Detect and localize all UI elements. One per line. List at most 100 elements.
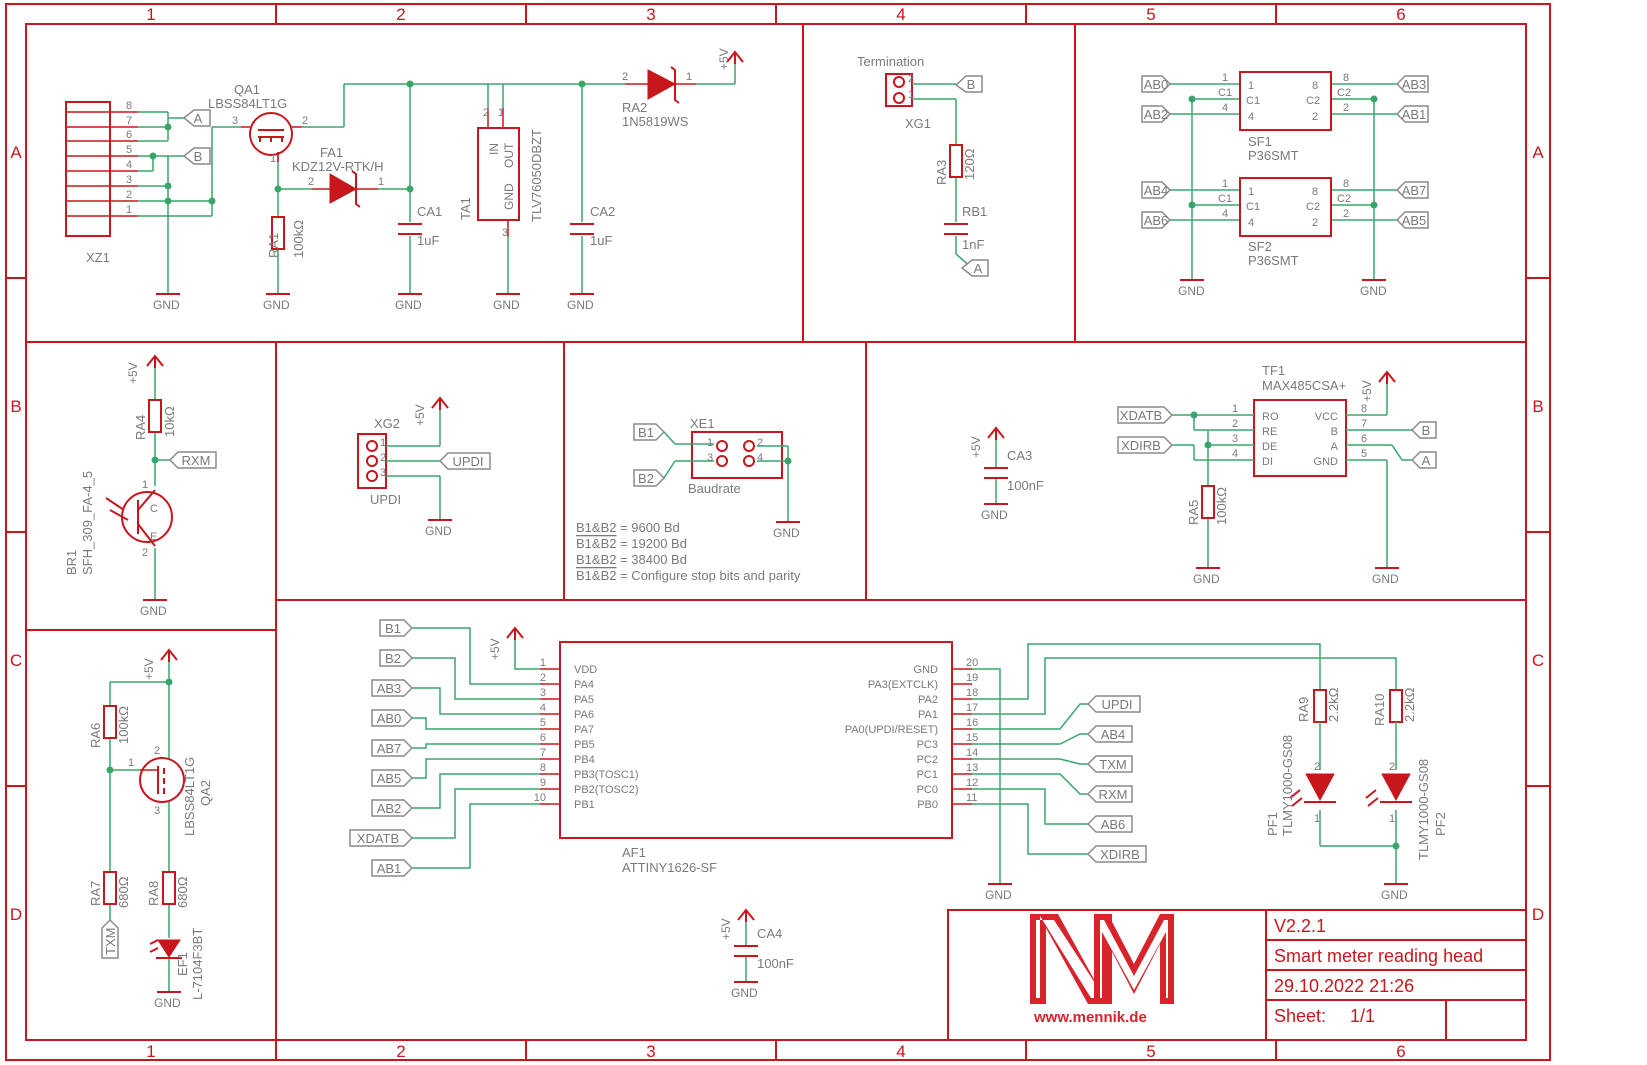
ra3-ref: RA3 (934, 160, 949, 185)
qa1-pin-1: 1 (270, 153, 276, 165)
svg-text:B: B (194, 149, 203, 164)
ra2-pin-2: 2 (622, 71, 628, 83)
flag-a-tf1: A (1410, 451, 1437, 469)
svg-text:AB0: AB0 (377, 711, 402, 726)
svg-text:8: 8 (1312, 186, 1318, 198)
ca1-ref: CA1 (417, 204, 442, 219)
ra5-ref: RA5 (1186, 500, 1201, 525)
svg-text:TXM: TXM (1099, 757, 1126, 772)
svg-text:GND: GND (985, 888, 1012, 902)
svg-text:4: 4 (1232, 448, 1238, 460)
sheet-frame: 1 2 3 4 5 6 1 2 3 4 5 6 A B C D A B C D (5, 3, 1551, 1061)
ra4-value: 10kΩ (162, 406, 177, 437)
svg-text:UPDI: UPDI (1101, 697, 1132, 712)
svg-text:PB2(TOSC2): PB2(TOSC2) (574, 784, 639, 796)
ca2-value: 1uF (590, 233, 612, 248)
grid-col-4: 4 (896, 5, 905, 24)
grid-col-2-bottom: 2 (396, 1042, 405, 1061)
svg-text:A: A (1422, 453, 1431, 468)
xz1-ref: XZ1 (86, 250, 110, 265)
svg-text:C2: C2 (1306, 201, 1320, 213)
flag-b-tf1: B (1410, 421, 1437, 439)
af1-right-pin-numbers: 20 19 18 17 16 15 14 13 12 11 (966, 657, 978, 804)
xe1-body (691, 431, 783, 479)
mosfet-qa2: 1 2 3 LBSS84LT1G QA2 (128, 745, 213, 836)
svg-text:C1: C1 (1218, 193, 1232, 205)
svg-text:AB3: AB3 (377, 681, 402, 696)
svg-text:1: 1 (1248, 80, 1254, 92)
svg-text:5: 5 (1361, 448, 1367, 460)
ta1-pin-1: 1 (498, 107, 504, 119)
mennik-logo: www.mennik.de (1030, 914, 1174, 1026)
svg-text:16: 16 (966, 717, 978, 729)
svg-text:12: 12 (966, 777, 978, 789)
sf2-ref: SF2 (1248, 239, 1272, 254)
svg-text:PB1: PB1 (574, 799, 595, 811)
ra7-value: 680Ω (116, 876, 131, 908)
svg-text:3: 3 (154, 805, 160, 817)
af1-left-pin-numbers: 1 2 3 4 5 6 7 8 9 10 (534, 657, 546, 804)
svg-text:+5V: +5V (142, 658, 156, 680)
flag-updi-mcu: UPDI (1086, 695, 1141, 713)
sf1-body (1239, 71, 1332, 131)
svg-text:2: 2 (1314, 761, 1320, 773)
svg-text:2: 2 (1312, 111, 1318, 123)
ta1-pin-3: 3 (502, 227, 508, 239)
title-sheet: 1/1 (1350, 1006, 1375, 1026)
ra1-ref: RA1 (266, 233, 281, 258)
svg-text:XDIRB: XDIRB (1121, 438, 1161, 453)
svg-text:PC3: PC3 (917, 739, 938, 751)
qa1-ref: QA1 (234, 82, 260, 97)
pf2-value: TLMY1000-GS08 (1416, 759, 1431, 860)
svg-text:PB3(TOSC1): PB3(TOSC1) (574, 769, 639, 781)
grid-row-a: A (10, 143, 22, 162)
fa1-ref: FA1 (320, 145, 343, 160)
logo-url: www.mennik.de (1033, 1009, 1147, 1026)
transmitter-section: +5V RA6 100kΩ 1 2 3 LBSS84LT1G QA2 RA7 (88, 648, 213, 1010)
ra5-value: 100kΩ (1214, 487, 1229, 525)
svg-text:RE: RE (1262, 426, 1277, 438)
ra5-body (1201, 485, 1215, 519)
svg-text:AB2: AB2 (1144, 107, 1169, 122)
led-section: RA9 2.2kΩ RA10 2.2kΩ 2 1 PF1 TLMY1000-GS… (1265, 687, 1448, 902)
flag-ab2-sf: AB2 (1141, 105, 1172, 123)
svg-text:+5V: +5V (488, 638, 502, 660)
fa1-pin-1: 1 (378, 176, 384, 188)
svg-text:13: 13 (966, 762, 978, 774)
flag-ab6-sf: AB6 (1141, 211, 1172, 229)
svg-text:1: 1 (1248, 186, 1254, 198)
svg-text:2: 2 (1343, 102, 1349, 114)
ra6-body (103, 705, 117, 739)
flag-ab2-mcu: AB2 (371, 799, 414, 817)
xz1-pin-7: 7 (126, 115, 132, 127)
svg-text:PC1: PC1 (917, 769, 938, 781)
grid-row-c: C (10, 651, 22, 670)
baud-note-4: B1&B2 = Configure stop bits and parity (576, 568, 801, 583)
connector-xz1: 8 7 6 5 4 3 2 1 XZ1 (65, 100, 138, 265)
title-block: V2.2.1 Smart meter reading head 29.10.20… (947, 909, 1527, 1041)
xg2-ref: XG2 (374, 416, 400, 431)
resistor-ra1: RA1 100kΩ (266, 216, 306, 258)
svg-text:PA0(UPDI/RESET): PA0(UPDI/RESET) (845, 724, 938, 736)
ca3-ref: CA3 (1007, 448, 1032, 463)
svg-text:XDATB: XDATB (1120, 408, 1162, 423)
af1-right-wires (972, 643, 1397, 884)
ca2-ref: CA2 (590, 204, 615, 219)
svg-text:20: 20 (966, 657, 978, 669)
svg-text:2: 2 (380, 452, 386, 464)
ra7-ref: RA7 (88, 881, 103, 906)
svg-text:PB4: PB4 (574, 754, 595, 766)
svg-text:AB6: AB6 (1101, 817, 1126, 832)
baudrate-section: B1 B2 XE1 1 3 2 4 Baudrate GND B1&B2 = 9… (576, 416, 801, 583)
ra8-body (162, 871, 176, 905)
af1-value: ATTINY1626-SF (622, 860, 717, 875)
flag-b2-mcu: B2 (379, 649, 414, 667)
flag-updi-connector: UPDI (438, 452, 491, 470)
svg-text:10: 10 (534, 792, 546, 804)
ca1-value: 1uF (417, 233, 439, 248)
svg-text:AB4: AB4 (1101, 727, 1126, 742)
vcc-symbol-ra2: +5V (717, 48, 744, 70)
phototransistor-br1: 1 2 C E BR1 SFH_309_FA-4_5 (64, 471, 173, 575)
svg-text:15: 15 (966, 732, 978, 744)
